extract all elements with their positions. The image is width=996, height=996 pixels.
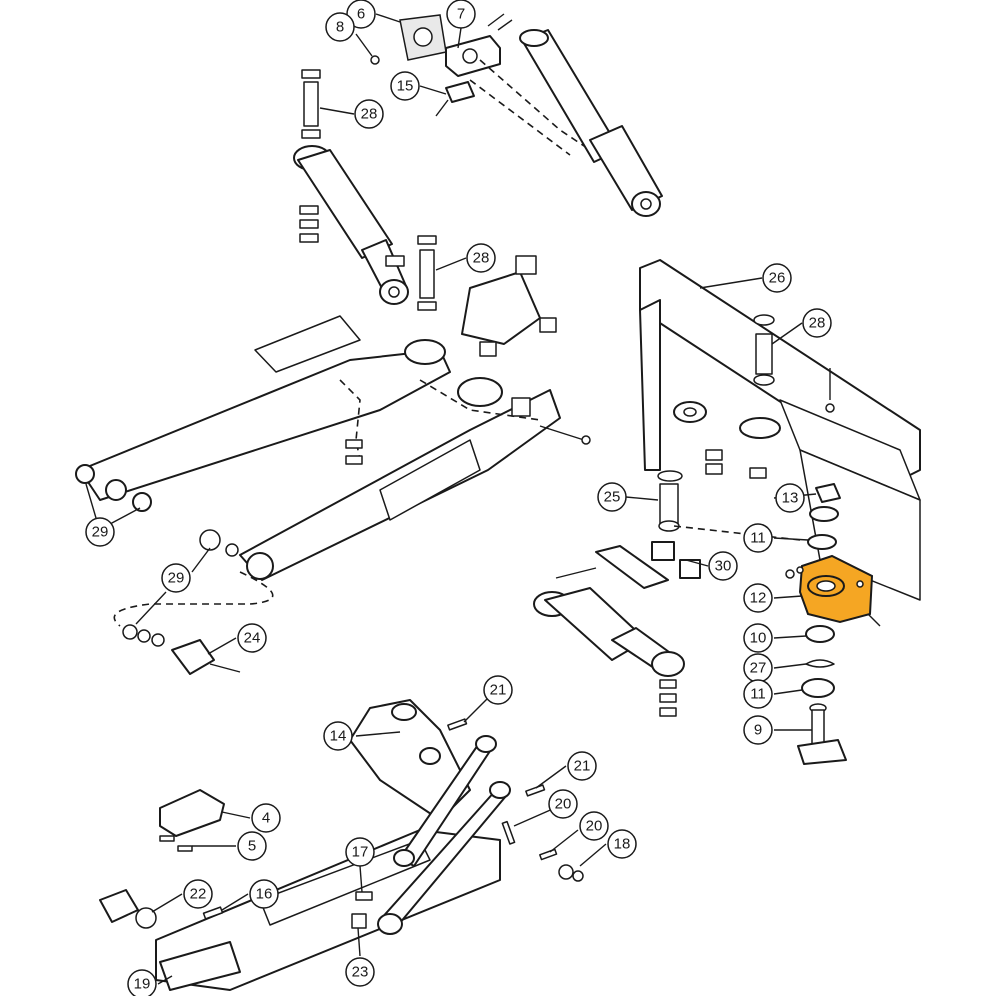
callout-11: 11 [743,523,773,553]
part-13-nut [815,483,841,503]
callout-5: 5 [237,831,267,861]
callout-number: 29 [168,570,185,587]
callout-number: 7 [457,6,465,23]
callout-25: 25 [597,482,627,512]
part-28-pin-center [417,235,437,311]
lower-frame-assembly [99,699,584,991]
callout-22: 22 [183,879,213,909]
part-15-clamp [445,81,475,103]
callout-number: 26 [769,270,786,287]
callout-30: 30 [708,551,738,581]
callout-8: 8 [325,12,355,42]
upper-swing-arm [79,349,451,501]
callout-number: 28 [473,250,490,267]
right-upper-cylinder [519,29,663,217]
callout-4: 4 [251,803,281,833]
callout-12: 12 [743,583,773,613]
callout-21: 21 [483,675,513,705]
frame-and-swing-post [533,259,921,765]
callout-10: 10 [743,623,773,653]
callouts: 6 7 8 15 28 28 26 28 25 13 11 30 12 10 2… [85,0,832,996]
callout-17: 17 [345,837,375,867]
callout-number: 6 [357,6,365,23]
callout-26: 26 [762,263,792,293]
callout-number: 12 [750,590,767,607]
callout-number: 19 [134,976,151,993]
callout-number: 13 [782,490,799,507]
part-10-bushing [805,625,835,643]
callout-number: 10 [750,630,767,647]
callout-14: 14 [323,721,353,751]
part-30-block [651,541,701,579]
callout-number: 14 [330,728,347,745]
callout-number: 29 [92,524,109,541]
lower-swing-cylinder [533,587,685,677]
callout-20: 20 [579,811,609,841]
part-23-bushing [351,913,367,929]
part-27-snap-ring [805,659,835,668]
part-28-pin-right [753,314,775,386]
callout-number: 4 [262,810,270,827]
callout-number: 17 [352,844,369,861]
part-11-lower [801,678,835,698]
callout-number: 25 [604,489,621,506]
callout-number: 23 [352,964,369,981]
callout-number: 20 [555,796,572,813]
part-8-ring [370,55,380,65]
callout-number: 11 [750,686,766,703]
boom-arm-assembly [75,255,591,675]
callout-number: 22 [190,886,207,903]
callout-number: 5 [248,838,256,855]
callout-6: 6 [346,0,376,29]
part-18-washer [558,864,574,880]
callout-number: 27 [750,660,767,677]
callout-number: 28 [809,315,826,332]
part-4-bracket [159,789,225,837]
callout-19: 19 [127,969,157,996]
callout-28: 28 [354,99,384,129]
callout-9: 9 [743,715,773,745]
part-25-pin [657,470,683,532]
callout-15: 15 [390,71,420,101]
callout-number: 18 [614,836,631,853]
callout-number: 28 [361,106,378,123]
callout-number: 24 [244,630,261,647]
callout-number: 21 [490,682,507,699]
callout-23: 23 [345,957,375,987]
upper-cylinder-assembly [293,13,663,311]
part-22-block [99,889,139,923]
callout-16: 16 [249,879,279,909]
strut-bar [595,545,669,589]
callout-24: 24 [237,623,267,653]
callout-28: 28 [802,308,832,338]
part-24-assembly [122,624,241,675]
part-11-upper [809,506,839,522]
callout-28: 28 [466,243,496,273]
part-28-pin-upper [301,69,321,139]
callout-29: 29 [85,517,115,547]
callout-number: 30 [715,558,732,575]
callout-number: 21 [574,758,591,775]
callout-27: 27 [743,653,773,683]
callout-number: 11 [750,530,766,547]
boom-bracket [461,271,541,345]
callout-number: 8 [336,19,344,36]
callout-21: 21 [567,751,597,781]
callout-13: 13 [775,483,805,513]
callout-7: 7 [446,0,476,29]
callout-number: 16 [256,886,273,903]
callout-number: 15 [397,78,414,95]
callout-18: 18 [607,829,637,859]
callout-20: 20 [548,789,578,819]
callout-29: 29 [161,563,191,593]
callout-number: 20 [586,818,603,835]
leader-lines [85,13,817,985]
left-upper-cylinder [293,145,409,305]
part-16-bolt [202,906,224,920]
part-19-plate [159,941,241,991]
callout-11: 11 [743,679,773,709]
part-9-post [797,703,847,765]
callout-number: 9 [754,722,762,739]
